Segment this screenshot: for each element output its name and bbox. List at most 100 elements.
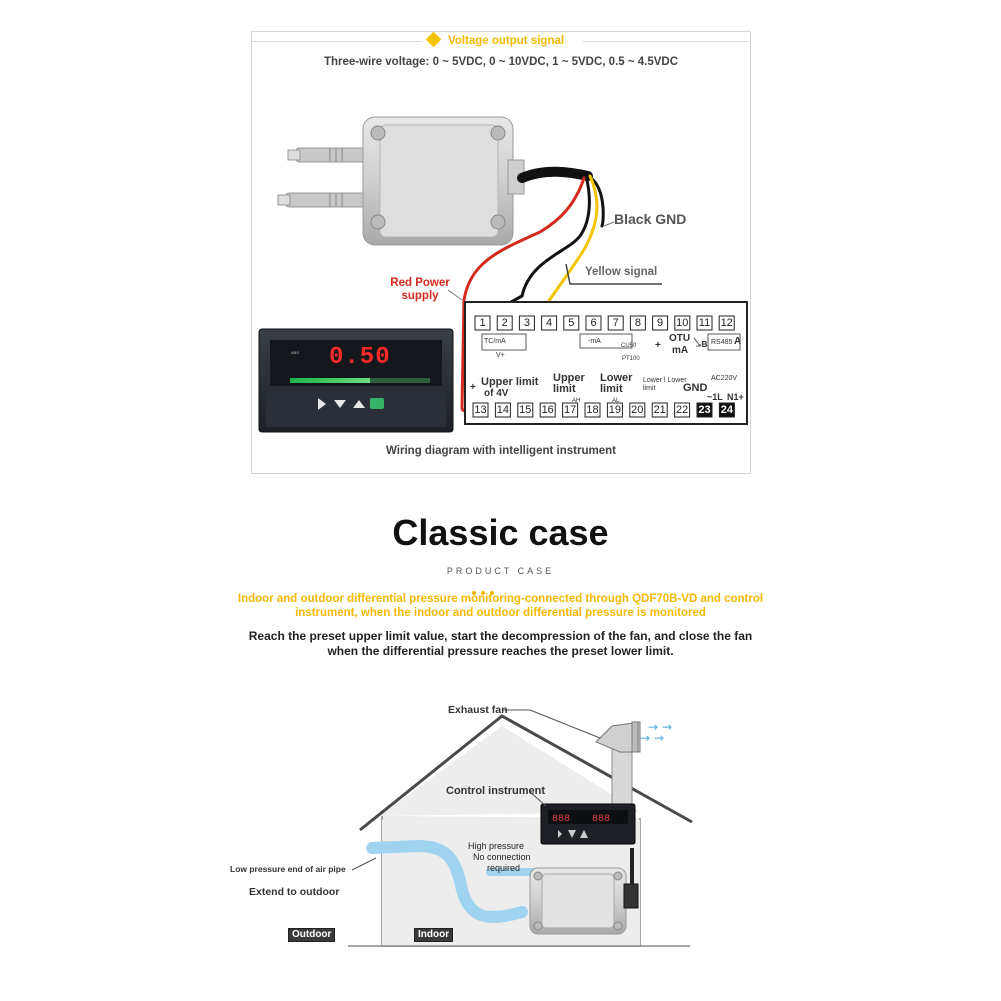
terminal-number: 1 [479,317,486,329]
label-no-connection: No connection [473,852,531,862]
terminal-box [606,402,623,418]
label-low-pressure: Low pressure end of air pipe [230,864,346,874]
terminal-box [541,315,558,331]
note-upper-limit-4v: Upper limit [481,376,539,388]
note-otu: OTU [669,333,691,344]
terminal-box [562,402,579,418]
terminal-number: 8 [634,317,641,329]
terminal-number: 22 [675,404,689,416]
label-black-gnd: Black GND [614,211,687,227]
label-extend-outdoor: Extend to outdoor [249,886,340,898]
terminal-number: 2 [501,317,508,329]
pressure-transmitter-image [277,116,525,246]
note-tc-ma: TC/mA [484,338,506,345]
terminal-box [651,402,668,418]
terminal-box [472,402,489,418]
decorative-dots [472,582,499,600]
svg-text:888: 888 [592,814,610,825]
terminal-number: 10 [676,317,689,329]
terminal-number: 3 [523,317,530,329]
terminal-box [718,402,735,418]
note-ah: AH [572,398,581,404]
terminal-box [652,315,669,331]
note-pt100: PT100 [622,356,640,362]
terminal-box [517,402,534,418]
note-v-plus: V+ [496,352,505,359]
terminal-box [585,315,602,331]
section-title: Classic case [392,512,609,553]
case-description: Reach the preset upper limit value, star… [248,629,753,658]
red-wire-leader [447,289,463,301]
terminal-box [674,402,691,418]
terminal-number: 24 [720,404,734,416]
intelligent-instrument-image: ABS [258,328,454,433]
terminal-number: 11 [698,317,711,329]
terminal-number: 19 [608,404,622,416]
note-of-4v: of 4V [484,388,509,399]
terminal-block [464,301,748,425]
note-lower-limit: Lower limit [600,372,633,395]
terminal-box [718,315,735,331]
terminal-box [674,315,691,331]
terminal-box [494,402,511,418]
header-divider-left [252,41,422,42]
terminal-box [629,402,646,418]
note-gnd: GND [683,382,708,394]
terminal-box [539,402,556,418]
wiring-caption: Wiring diagram with intelligent instrume… [386,445,616,457]
note-l: ~1L [707,392,723,402]
meter-display: 0.50 [329,344,391,371]
header-divider-right [583,41,751,42]
panel-header-title: Voltage output signal [448,35,565,47]
terminal-number: 14 [496,404,510,416]
terminal-box [607,315,624,331]
label-red-power: Red Power supply [390,277,450,302]
terminal-box [496,315,513,331]
svg-text:→ →: → → [640,731,664,745]
terminal-number: 4 [546,317,553,329]
terminal-box [518,315,535,331]
terminal-number: 16 [541,404,554,416]
note-upper-limit: Upper limit [553,372,585,395]
terminal-number: 12 [720,317,733,329]
terminal-box [696,315,713,331]
panel-subtitle: Three-wire voltage: 0 ~ 5VDC, 0 ~ 10VDC,… [323,56,679,68]
note-cu50: CU50 [621,343,637,349]
terminal-number: 9 [657,317,664,329]
yellow-wire-leader [565,263,662,285]
terminal-number: 23 [698,404,711,416]
black-wire-leader [603,221,615,227]
terminal-number: 17 [563,404,577,416]
terminal-row-bottom [472,402,735,418]
note-plus-top: + [655,340,661,351]
case-highlight: Indoor and outdoor differential pressure… [237,593,764,619]
terminal-number: 21 [653,404,666,416]
label-yellow-signal: Yellow signal [585,266,658,278]
note-ma: -mA [588,338,601,345]
terminal-box [696,402,713,418]
note-b: -B [699,340,708,349]
note-lower-lower: Lower l Lower limit [643,377,687,392]
tag-indoor: Indoor [414,928,454,942]
terminal-number: 6 [590,317,597,329]
terminal-number: 18 [586,404,599,416]
terminal-box [629,315,646,331]
label-required: required [487,863,521,873]
terminal-box [474,315,491,331]
terminal-box [563,315,580,331]
tag-outdoor: Outdoor [288,928,336,942]
note-rs485: RS485 [711,339,733,346]
svg-text:888: 888 [552,814,570,825]
note-al: AL [612,398,620,404]
note-a: A [734,336,742,347]
section-subtitle: PRODUCT CASE [446,566,555,576]
terminal-number: 15 [519,404,532,416]
terminal-box [584,402,601,418]
terminal-number: 5 [568,317,575,329]
terminal-number: 20 [631,404,644,416]
svg-text:ABS: ABS [291,350,299,355]
terminal-row-top [474,315,735,331]
terminal-number: 13 [474,404,487,416]
